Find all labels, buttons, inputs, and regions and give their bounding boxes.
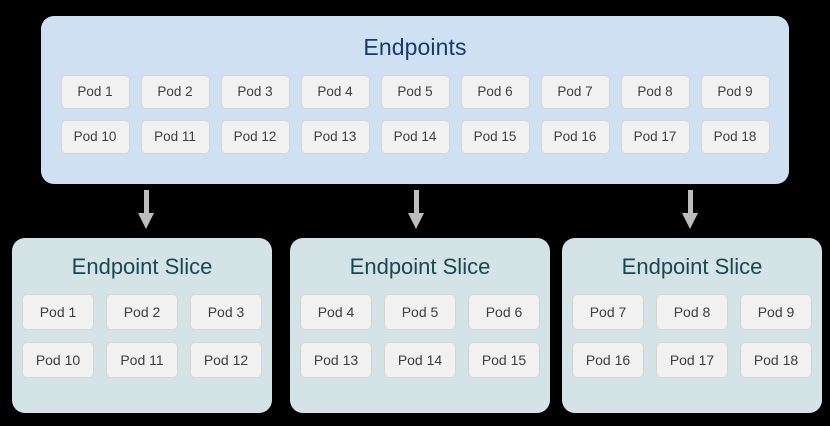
pod-chip: Pod 4 (300, 75, 370, 109)
pod-chip: Pod 9 (740, 294, 812, 330)
pod-chip: Pod 1 (22, 294, 94, 330)
slice-pod-row-1: Pod 4 Pod 5 Pod 6 (290, 294, 550, 330)
arrow-head (138, 213, 154, 229)
arrow-head (682, 213, 698, 229)
endpoint-slice-panel: Endpoint Slice Pod 7 Pod 8 Pod 9 Pod 16 … (562, 238, 822, 413)
pod-chip: Pod 17 (620, 120, 690, 154)
pod-chip: Pod 8 (620, 75, 690, 109)
pod-chip: Pod 10 (60, 120, 130, 154)
pod-chip: Pod 14 (380, 120, 450, 154)
pod-chip: Pod 5 (384, 294, 456, 330)
pod-chip: Pod 3 (220, 75, 290, 109)
pod-chip: Pod 15 (460, 120, 530, 154)
endpoint-slice-title: Endpoint Slice (621, 254, 763, 279)
pod-chip: Pod 14 (384, 342, 456, 378)
slice-pod-row-1: Pod 7 Pod 8 Pod 9 (562, 294, 822, 330)
pod-chip: Pod 18 (740, 342, 812, 378)
endpoints-panel: Endpoints Pod 1 Pod 2 Pod 3 Pod 4 Pod 5 … (41, 16, 789, 184)
pod-chip: Pod 16 (540, 120, 610, 154)
pod-chip: Pod 11 (106, 342, 178, 378)
pod-chip: Pod 9 (700, 75, 770, 109)
pod-chip: Pod 7 (572, 294, 644, 330)
arrow-shaft (414, 190, 419, 215)
arrow-down-icon (137, 190, 155, 229)
pod-chip: Pod 3 (190, 294, 262, 330)
pod-chip: Pod 13 (300, 120, 370, 154)
slice-pod-row-2: Pod 13 Pod 14 Pod 15 (290, 342, 550, 378)
pod-chip: Pod 8 (656, 294, 728, 330)
pod-chip: Pod 6 (460, 75, 530, 109)
arrow-shaft (144, 190, 149, 215)
pod-chip: Pod 15 (468, 342, 540, 378)
endpoints-title: Endpoints (363, 34, 467, 60)
pod-chip: Pod 2 (140, 75, 210, 109)
pod-chip: Pod 4 (300, 294, 372, 330)
endpoint-slice-title: Endpoint Slice (349, 254, 491, 279)
slice-pod-row-2: Pod 10 Pod 11 Pod 12 (12, 342, 272, 378)
pod-chip: Pod 18 (700, 120, 770, 154)
slice-pod-row-1: Pod 1 Pod 2 Pod 3 (12, 294, 272, 330)
pod-chip: Pod 5 (380, 75, 450, 109)
pod-chip: Pod 10 (22, 342, 94, 378)
arrow-head (408, 213, 424, 229)
slice-pod-row-2: Pod 16 Pod 17 Pod 18 (562, 342, 822, 378)
pod-chip: Pod 13 (300, 342, 372, 378)
arrow-down-icon (407, 190, 425, 229)
pod-chip: Pod 16 (572, 342, 644, 378)
endpoint-slice-title: Endpoint Slice (71, 254, 213, 279)
pod-chip: Pod 1 (60, 75, 130, 109)
pod-chip: Pod 12 (190, 342, 262, 378)
pod-chip: Pod 11 (140, 120, 210, 154)
endpoints-pod-row-1: Pod 1 Pod 2 Pod 3 Pod 4 Pod 5 Pod 6 Pod … (41, 75, 789, 109)
arrow-shaft (688, 190, 693, 215)
pod-chip: Pod 6 (468, 294, 540, 330)
endpoints-pod-row-2: Pod 10 Pod 11 Pod 12 Pod 13 Pod 14 Pod 1… (41, 120, 789, 154)
arrow-down-icon (681, 190, 699, 229)
pod-chip: Pod 7 (540, 75, 610, 109)
pod-chip: Pod 2 (106, 294, 178, 330)
pod-chip: Pod 17 (656, 342, 728, 378)
endpoint-slice-panel: Endpoint Slice Pod 4 Pod 5 Pod 6 Pod 13 … (290, 238, 550, 413)
endpoint-slice-panel: Endpoint Slice Pod 1 Pod 2 Pod 3 Pod 10 … (12, 238, 272, 413)
pod-chip: Pod 12 (220, 120, 290, 154)
